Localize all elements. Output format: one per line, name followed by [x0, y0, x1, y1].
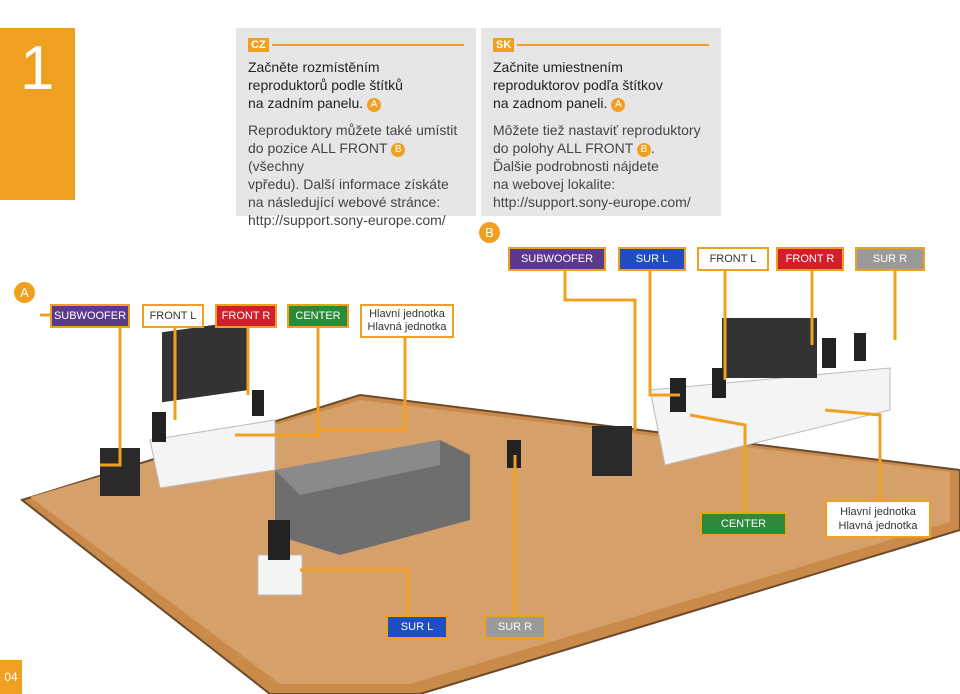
label-sur-r-bottom: SUR R — [484, 615, 546, 639]
speaker-sur-r-front — [507, 440, 521, 468]
sk-body-line: na webovej lokalite: — [493, 176, 616, 192]
cz-body-line: (všechny — [248, 158, 305, 174]
page-number: 04 — [0, 660, 22, 694]
label-sur-r: SUR R — [855, 247, 925, 271]
cz-heading-line: na zadním panelu. — [248, 95, 364, 111]
step-number: 1 — [0, 28, 75, 200]
cz-lang-label: CZ — [248, 38, 269, 52]
sk-body-line: do polohy ALL FRONT — [493, 140, 634, 156]
marker-b-icon: B — [391, 143, 406, 157]
speaker-front-r-left — [252, 390, 264, 416]
label-main-unit: Hlavní jednotka Hlavná jednotka — [360, 304, 454, 338]
cz-url: http://support.sony-europe.com/ — [248, 212, 446, 228]
label-front-l: FRONT L — [697, 247, 769, 271]
cz-body-line: na následující webové stránce: — [248, 194, 441, 210]
tv-stand-left — [149, 419, 276, 489]
cz-body-line: do pozice ALL FRONT — [248, 140, 388, 156]
sk-instructions: SK Začnite umiestnením reproduktorov pod… — [481, 28, 721, 216]
sk-heading-line: reproduktorov podľa štítkov — [493, 77, 663, 93]
speaker-sur-l-front — [268, 520, 290, 560]
sk-heading: Začnite umiestnením reproduktorov podľa … — [493, 58, 709, 112]
label-center: CENTER — [700, 512, 787, 536]
main-unit-cz: Hlavní jednotka — [840, 506, 916, 518]
main-unit-sk: Hlavná jednotka — [367, 321, 447, 333]
main-unit-cz: Hlavní jednotka — [369, 308, 445, 320]
marker-a-icon: A — [611, 98, 626, 112]
cz-body-line: vpředu). Další informace získáte — [248, 176, 449, 192]
label-sur-l: SUR L — [618, 247, 686, 271]
label-sur-l-bottom: SUR L — [386, 615, 448, 639]
main-unit-sk: Hlavná jednotka — [838, 520, 918, 532]
label-front-r: FRONT R — [776, 247, 844, 271]
sk-body-line: . — [650, 140, 655, 156]
label-subwoofer: SUBWOOFER — [50, 304, 130, 328]
cz-heading-line: Začněte rozmístěním — [248, 59, 380, 75]
sk-body-line: Môžete tiež nastaviť reproduktory — [493, 122, 701, 138]
marker-b-icon: B — [479, 222, 500, 243]
cz-heading: Začněte rozmístěním reproduktorů podle š… — [248, 58, 464, 112]
label-front-l: FRONT L — [142, 304, 204, 328]
speaker-stand — [257, 554, 303, 596]
speaker-front-r-right — [712, 368, 726, 398]
subwoofer-right — [592, 426, 632, 476]
cz-body: Reproduktory můžete také umístit do pozi… — [248, 121, 464, 229]
cz-language-tag: CZ — [248, 38, 464, 52]
sk-language-tag: SK — [493, 38, 709, 52]
sk-lang-label: SK — [493, 38, 515, 52]
cz-heading-line: reproduktorů podle štítků — [248, 77, 403, 93]
label-front-r: FRONT R — [215, 304, 277, 328]
sk-body: Môžete tiež nastaviť reproduktory do pol… — [493, 121, 709, 211]
cz-instructions: CZ Začněte rozmístěním reproduktorů podl… — [236, 28, 476, 228]
sk-body-line: Ďalšie podrobnosti nájdete — [493, 158, 659, 174]
tv-left — [162, 320, 247, 403]
label-subwoofer: SUBWOOFER — [508, 247, 606, 271]
cz-body-line: Reproduktory můžete také umístit — [248, 122, 458, 138]
label-center: CENTER — [287, 304, 349, 328]
sk-url: http://support.sony-europe.com/ — [493, 194, 691, 210]
tv-right — [722, 318, 817, 378]
marker-a-icon: A — [367, 98, 382, 112]
marker-b-icon: B — [636, 143, 651, 157]
speaker-sur-l-right — [822, 338, 836, 368]
sk-heading-line: Začnite umiestnením — [493, 59, 623, 75]
marker-a-icon: A — [14, 282, 35, 303]
sk-heading-line: na zadnom paneli. — [493, 95, 608, 111]
label-main-unit: Hlavní jednotka Hlavná jednotka — [825, 500, 931, 538]
speaker-sur-r-right — [854, 333, 866, 361]
speaker-front-l-left — [152, 412, 166, 442]
